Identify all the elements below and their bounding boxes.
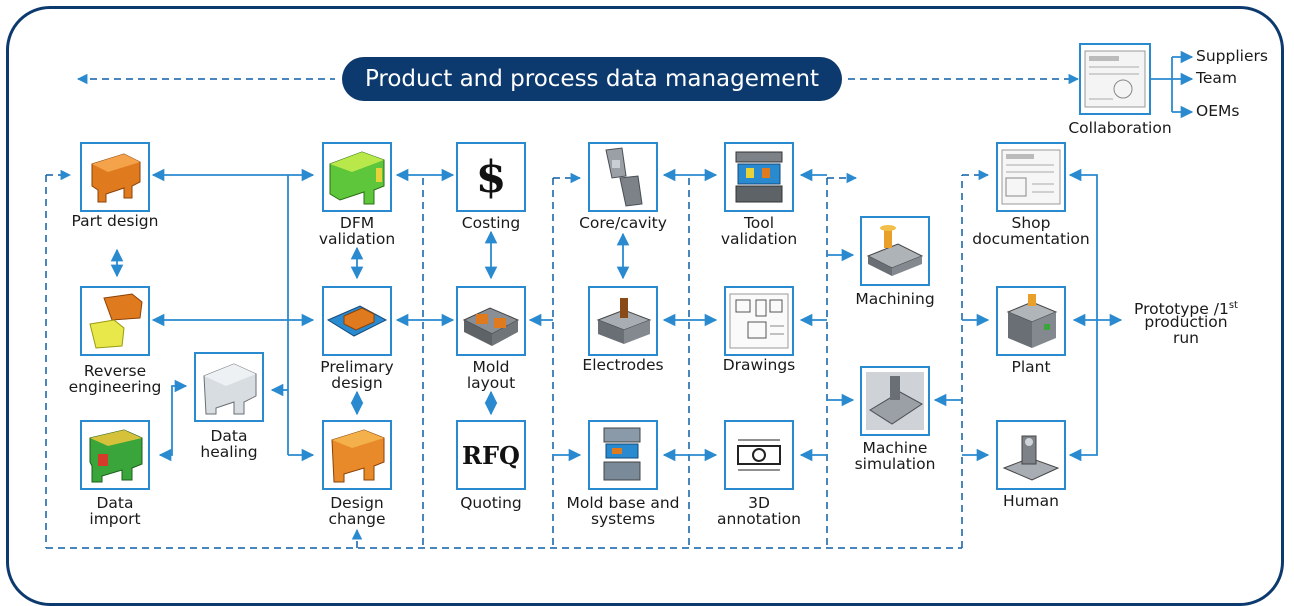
- output-label-line2: production: [1144, 313, 1228, 331]
- mold-layout-node[interactable]: [456, 286, 526, 356]
- part-design-node[interactable]: [80, 142, 150, 212]
- machine-simulation-node[interactable]: [860, 366, 930, 436]
- annotated-part-icon: [737, 439, 781, 471]
- solid-flow-arrows: [110, 50, 1194, 462]
- shop-documentation-node[interactable]: [996, 142, 1066, 212]
- data-management-banner: Product and process data management: [342, 57, 842, 101]
- tool-validation-label-2: validation: [720, 230, 798, 248]
- costing-label: Costing: [461, 214, 521, 232]
- dashed-feedback-lines: [45, 73, 1080, 549]
- mold-layout-label-1: Mold: [472, 358, 510, 376]
- drawings-node[interactable]: [724, 286, 794, 356]
- dfm-validation-label-1: DFM: [339, 214, 375, 232]
- preliminary-design-label-2: design: [331, 374, 383, 392]
- fixture-icon: [1002, 435, 1060, 481]
- mold-layout-label-2: layout: [466, 374, 516, 392]
- scanned-part-icon: [89, 293, 143, 349]
- data-import-label-2: import: [89, 510, 141, 528]
- parting-surface-icon: [326, 305, 388, 337]
- drawings-label: Drawings: [722, 356, 796, 374]
- dfm-validation-node[interactable]: [322, 142, 392, 212]
- tool-validation-label-1: Tool: [743, 214, 775, 232]
- 3d-annotation-node[interactable]: [724, 420, 794, 490]
- dfm-validation-label-2: validation: [318, 230, 396, 248]
- shop-documentation-label-1: Shop: [1011, 214, 1051, 232]
- oems-label: OEMs: [1196, 102, 1240, 120]
- core-cavity-label: Core/cavity: [579, 214, 667, 232]
- reverse-engineering-node[interactable]: [80, 286, 150, 356]
- tool-validation-node[interactable]: [724, 142, 794, 212]
- document-icon: [1084, 50, 1146, 108]
- modified-part-icon: [331, 429, 385, 483]
- output-label-line1: Prototype /1st: [1134, 300, 1238, 319]
- quoting-label: Quoting: [460, 494, 522, 512]
- imported-part-icon: [89, 429, 143, 483]
- mold-base-icon: [603, 427, 641, 481]
- preliminary-design-node[interactable]: [322, 286, 392, 356]
- suppliers-label: Suppliers: [1196, 47, 1268, 65]
- drawing-sheet-icon: [729, 293, 789, 349]
- mold-base-node[interactable]: [588, 420, 658, 490]
- design-change-label-2: change: [328, 510, 386, 528]
- data-healing-label-1: Data: [210, 427, 248, 445]
- machining-icon: [866, 225, 924, 276]
- part-design-label: Part design: [71, 212, 159, 230]
- draft-analysis-icon: [329, 151, 385, 205]
- quoting-node[interactable]: RFQ: [456, 420, 526, 490]
- 3d-annotation-label-1: 3D: [748, 494, 770, 512]
- preliminary-design-label-1: Prelimary: [320, 358, 394, 376]
- design-change-label-1: Design: [330, 494, 384, 512]
- surface-model-icon: [203, 363, 257, 415]
- output-label-line3: run: [1172, 329, 1200, 347]
- machining-label: Machining: [855, 290, 935, 308]
- rfq-icon: RFQ: [462, 440, 520, 470]
- connector-layer: [45, 50, 1194, 549]
- mold-assembly-icon: [735, 151, 783, 203]
- core-cavity-node[interactable]: [588, 142, 658, 212]
- production-mold-icon: [1006, 294, 1058, 348]
- core-cavity-icon: [605, 147, 643, 207]
- plant-label: Plant: [1011, 358, 1051, 376]
- mold-base-label-2: systems: [590, 510, 656, 528]
- mold-base-label-1: Mold base and: [566, 494, 680, 512]
- part-model-icon: [91, 153, 141, 203]
- data-healing-node[interactable]: [194, 352, 264, 422]
- machine-simulation-label-2: simulation: [854, 455, 936, 473]
- machining-node[interactable]: [860, 216, 930, 286]
- shop-document-icon: [1001, 149, 1061, 205]
- data-import-node[interactable]: [80, 420, 150, 490]
- simulation-icon: [866, 372, 924, 430]
- electrodes-label: Electrodes: [582, 356, 664, 374]
- collaboration-node[interactable]: [1079, 43, 1151, 115]
- data-healing-label-2: healing: [200, 443, 258, 461]
- electrode-icon: [596, 298, 652, 344]
- electrodes-node[interactable]: [588, 286, 658, 356]
- data-import-label-1: Data: [96, 494, 134, 512]
- team-label: Team: [1196, 69, 1237, 87]
- shop-documentation-label-2: documentation: [972, 230, 1090, 248]
- reverse-engineering-label-1: Reverse: [83, 362, 147, 380]
- costing-node[interactable]: $: [456, 142, 526, 212]
- 3d-annotation-label-2: annotation: [717, 510, 801, 528]
- plant-node[interactable]: [996, 286, 1066, 356]
- collaboration-label: Collaboration: [1068, 119, 1172, 137]
- human-node[interactable]: [996, 420, 1066, 490]
- ordinal-suffix: st: [1228, 300, 1238, 311]
- mold-layout-icon: [462, 307, 520, 346]
- dollar-icon: $: [475, 151, 507, 203]
- design-change-node[interactable]: [322, 420, 392, 490]
- machine-simulation-label-1: Machine: [862, 439, 928, 457]
- reverse-engineering-label-2: engineering: [68, 378, 162, 396]
- human-label: Human: [1003, 492, 1059, 510]
